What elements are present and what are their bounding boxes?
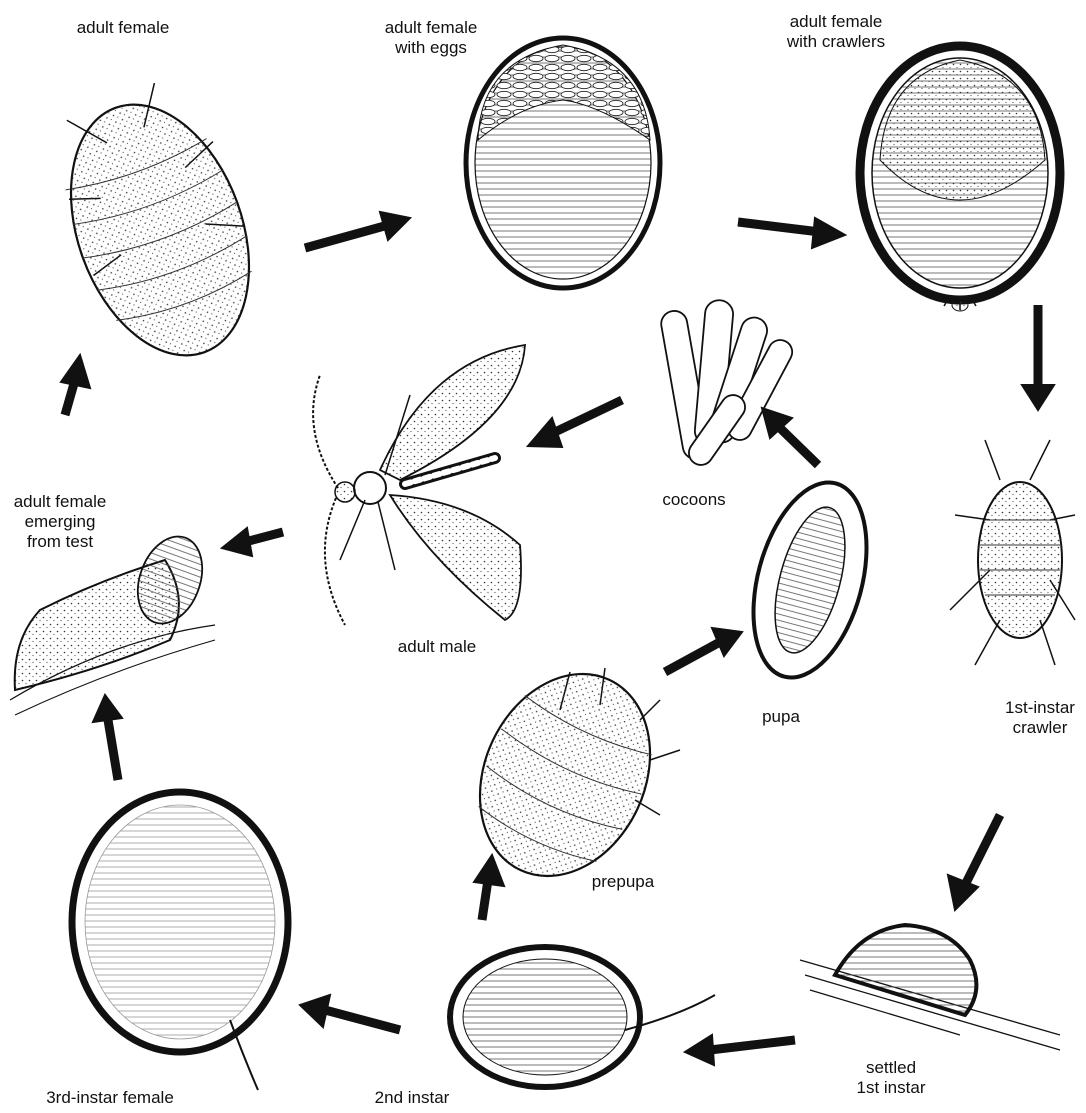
label-line: adult female <box>787 12 885 32</box>
arrow-third-instar <box>300 995 400 1030</box>
label-settled-first-instar: settled 1st instar <box>857 1058 926 1098</box>
settled-first-instar-illustration <box>800 925 1060 1050</box>
cocoons-illustration <box>659 299 796 470</box>
label-line: adult female <box>385 18 478 38</box>
label-line: adult female <box>14 492 107 512</box>
adult-female-emerging-illustration <box>10 527 215 715</box>
arrow-emerge-up <box>93 695 122 780</box>
label-adult-male: adult male <box>398 637 476 657</box>
arrow-settle <box>948 815 1000 910</box>
label-line: with crawlers <box>787 32 885 52</box>
label-line: with eggs <box>385 38 478 58</box>
label-line: 1st-instar <box>1005 698 1075 718</box>
adult-female-illustration <box>38 71 281 380</box>
arrow-eggs <box>305 212 410 248</box>
label-line: 1st instar <box>857 1078 926 1098</box>
second-instar-illustration <box>450 947 715 1087</box>
label-line: from test <box>14 532 107 552</box>
arrow-second-instar <box>685 1035 795 1065</box>
pupa-illustration <box>734 470 886 690</box>
label-second-instar: 2nd instar <box>375 1088 450 1108</box>
arrow-emerging-to-adult <box>61 355 90 415</box>
label-pupa: pupa <box>762 707 800 727</box>
label-adult-female-emerging: adult female emerging from test <box>14 492 107 552</box>
label-prepupa: prepupa <box>592 872 654 892</box>
label-line: crawler <box>1005 718 1075 738</box>
adult-female-with-crawlers-illustration <box>860 46 1060 311</box>
prepupa-illustration <box>448 646 682 904</box>
label-line: emerging <box>14 512 107 532</box>
third-instar-female-illustration <box>72 792 288 1090</box>
arrow-crawler-down <box>1022 305 1054 410</box>
arrow-second-to-prepupa <box>474 855 504 920</box>
arrow-crawlers <box>738 218 845 248</box>
adult-male-illustration <box>313 345 525 625</box>
first-instar-crawler-illustration <box>950 440 1075 665</box>
label-adult-female-with-crawlers: adult female with crawlers <box>787 12 885 52</box>
label-adult-female-with-eggs: adult female with eggs <box>385 18 478 58</box>
arrow-male-to-emerging <box>222 528 283 556</box>
arrow-prepupa-to-pupa <box>665 628 742 672</box>
arrow-pupa-to-cocoons <box>762 408 818 465</box>
label-cocoons: cocoons <box>662 490 725 510</box>
arrow-cocoons-to-male <box>528 400 622 447</box>
label-adult-female: adult female <box>77 18 170 38</box>
label-third-instar-female: 3rd-instar female <box>46 1088 174 1108</box>
adult-female-with-eggs-illustration <box>466 38 660 288</box>
label-line: settled <box>857 1058 926 1078</box>
label-first-instar-crawler: 1st-instar crawler <box>1005 698 1075 738</box>
